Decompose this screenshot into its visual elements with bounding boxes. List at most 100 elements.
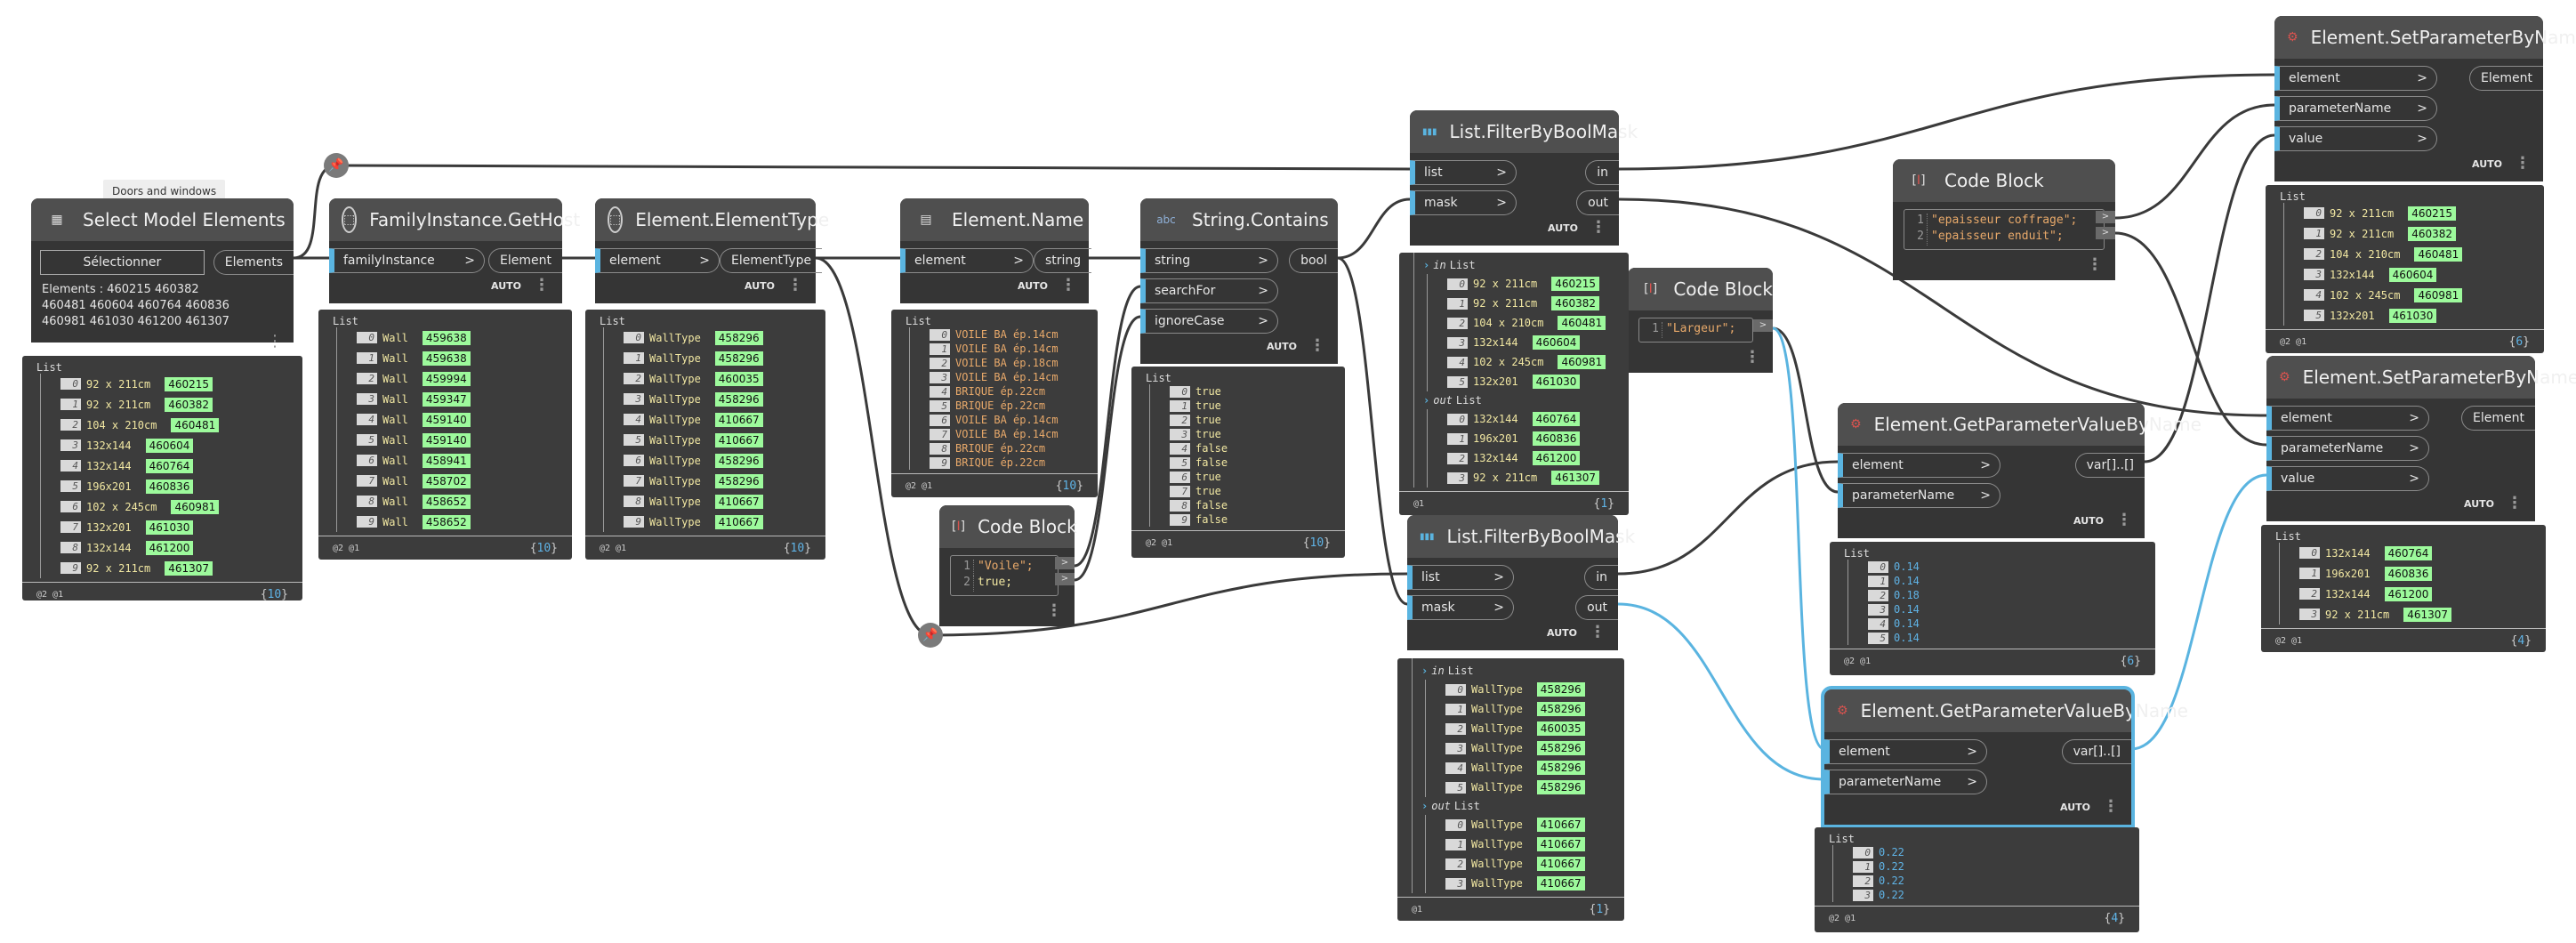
element-id-tag[interactable]: 460836 xyxy=(145,479,194,494)
element-id-tag[interactable]: 460035 xyxy=(714,371,763,386)
output-port-out[interactable]: out xyxy=(1576,190,1619,215)
output-port-in[interactable]: in xyxy=(1585,160,1619,185)
element-id-tag[interactable]: 460981 xyxy=(2414,287,2463,302)
output-port-in[interactable]: in xyxy=(1584,565,1618,590)
output-port[interactable]: > xyxy=(2096,227,2115,239)
connector-wire[interactable] xyxy=(1617,602,1825,781)
element-id-tag[interactable]: 410667 xyxy=(714,432,763,447)
element-id-tag[interactable]: 458652 xyxy=(422,494,471,509)
input-port-parameterName[interactable]: parameterName> xyxy=(1824,770,1987,794)
element-id-tag[interactable]: 460764 xyxy=(2384,545,2433,560)
chevron-right-icon[interactable]: › xyxy=(1423,394,1430,407)
element-id-tag[interactable]: 458296 xyxy=(714,351,763,366)
connector-wire[interactable] xyxy=(2114,103,2275,220)
connector-wire[interactable] xyxy=(1618,73,2275,171)
element-id-tag[interactable]: 459347 xyxy=(422,391,471,407)
element-id-tag[interactable]: 460481 xyxy=(1558,316,1606,330)
output-port[interactable]: > xyxy=(1055,557,1075,569)
input-port-element[interactable]: element> xyxy=(1824,739,1987,764)
element-id-tag[interactable]: 460981 xyxy=(1558,355,1606,369)
element-id-tag[interactable]: 461030 xyxy=(145,520,194,535)
input-port-value[interactable]: value> xyxy=(2266,466,2429,491)
code-line[interactable]: "epaisseur coffrage"; xyxy=(1931,214,2078,227)
node-menu-icon[interactable]: ⋮ xyxy=(787,276,803,294)
element-id-tag[interactable]: 460764 xyxy=(1532,412,1581,426)
element-id-tag[interactable]: 460836 xyxy=(2384,566,2433,581)
element-id-tag[interactable]: 459140 xyxy=(422,432,471,447)
element-id-tag[interactable]: 458296 xyxy=(1536,741,1585,755)
connector-wire[interactable] xyxy=(1772,326,1825,751)
input-port-ignoreCase[interactable]: ignoreCase> xyxy=(1140,309,1278,334)
input-port-mask[interactable]: mask> xyxy=(1410,190,1517,215)
output-port-out[interactable]: out xyxy=(1575,595,1618,620)
node-code-block[interactable]: [I]Code Block>>1"epaisseur coffrage";2"e… xyxy=(1893,159,2115,280)
node-menu-icon[interactable]: ⋮ xyxy=(1744,348,1760,367)
element-id-tag[interactable]: 458296 xyxy=(1536,761,1585,775)
pin-icon[interactable]: 📌 xyxy=(324,153,349,178)
element-id-tag[interactable]: 459994 xyxy=(422,371,471,386)
element-id-tag[interactable]: 460604 xyxy=(2388,267,2437,282)
input-port-parameterName[interactable]: parameterName> xyxy=(1838,483,2000,508)
input-port-element[interactable]: element> xyxy=(2274,66,2437,91)
element-id-tag[interactable]: 460215 xyxy=(1551,277,1600,291)
element-id-tag[interactable]: 458296 xyxy=(1536,780,1585,794)
element-id-tag[interactable]: 459140 xyxy=(422,412,471,427)
pin-icon[interactable]: 📌 xyxy=(918,623,943,648)
node-code-block[interactable]: [I]Code Block>1"Largeur";⋮ xyxy=(1628,268,1773,373)
element-id-tag[interactable]: 460382 xyxy=(165,397,213,412)
element-id-tag[interactable]: 461307 xyxy=(165,560,213,576)
element-id-tag[interactable]: 410667 xyxy=(714,494,763,509)
element-id-tag[interactable]: 459638 xyxy=(422,330,471,345)
node-select-model-elements[interactable]: ▦Select Model Elements Sélectionner Elem… xyxy=(31,198,294,350)
node-menu-icon[interactable]: ⋮ xyxy=(1309,336,1325,355)
code-line[interactable]: "Largeur"; xyxy=(1666,322,1736,335)
output-port-element[interactable]: Element xyxy=(2461,406,2535,431)
element-id-tag[interactable]: 460481 xyxy=(171,417,220,432)
output-port-element[interactable]: Element xyxy=(488,248,562,273)
element-id-tag[interactable]: 460215 xyxy=(165,376,213,391)
element-id-tag[interactable]: 458296 xyxy=(714,473,763,488)
element-id-tag[interactable]: 458296 xyxy=(1536,682,1585,697)
element-id-tag[interactable]: 460981 xyxy=(171,499,220,514)
element-id-tag[interactable]: 460481 xyxy=(2414,246,2463,262)
element-id-tag[interactable]: 461030 xyxy=(2388,308,2437,323)
node-menu-icon[interactable]: ⋮ xyxy=(2515,154,2531,173)
element-id-tag[interactable]: 410667 xyxy=(714,412,763,427)
connector-wire[interactable] xyxy=(1772,326,1839,494)
element-id-tag[interactable]: 460215 xyxy=(2408,206,2457,221)
input-port-string[interactable]: string> xyxy=(1140,248,1278,273)
output-port-elements[interactable]: Elements xyxy=(213,250,294,275)
node-menu-icon[interactable]: ⋮ xyxy=(2507,494,2523,512)
connector-wire[interactable] xyxy=(1617,460,1839,576)
element-id-tag[interactable]: 460035 xyxy=(1536,721,1585,736)
element-id-tag[interactable]: 410667 xyxy=(714,514,763,529)
element-id-tag[interactable]: 460604 xyxy=(1532,335,1581,350)
input-port-parameterName[interactable]: parameterName> xyxy=(2274,96,2437,121)
input-port-familyInstance[interactable]: familyInstance> xyxy=(329,248,485,273)
element-id-tag[interactable]: 458941 xyxy=(422,453,471,468)
output-port-elementtype[interactable]: ElementType xyxy=(720,248,823,273)
node-menu-icon[interactable]: ⋮ xyxy=(1590,623,1606,641)
element-id-tag[interactable]: 458652 xyxy=(422,514,471,529)
element-id-tag[interactable]: 461307 xyxy=(2403,607,2452,622)
code-editor[interactable]: 1"epaisseur coffrage";2"epaisseur enduit… xyxy=(1904,209,2105,250)
node-menu-icon[interactable]: ⋮ xyxy=(1590,218,1606,237)
input-port-element[interactable]: element> xyxy=(595,248,720,273)
element-id-tag[interactable]: 461030 xyxy=(1532,375,1581,389)
input-port-element[interactable]: element> xyxy=(2266,406,2429,431)
element-id-tag[interactable]: 460382 xyxy=(2408,226,2457,241)
code-line[interactable]: "epaisseur enduit"; xyxy=(1931,230,2064,243)
node-menu-icon[interactable]: ⋮ xyxy=(2103,797,2119,816)
output-port-string[interactable]: string xyxy=(1034,248,1092,273)
element-id-tag[interactable]: 410667 xyxy=(1536,876,1585,891)
code-editor[interactable]: 1"Largeur"; xyxy=(1638,318,1753,343)
element-id-tag[interactable]: 460604 xyxy=(145,438,194,453)
